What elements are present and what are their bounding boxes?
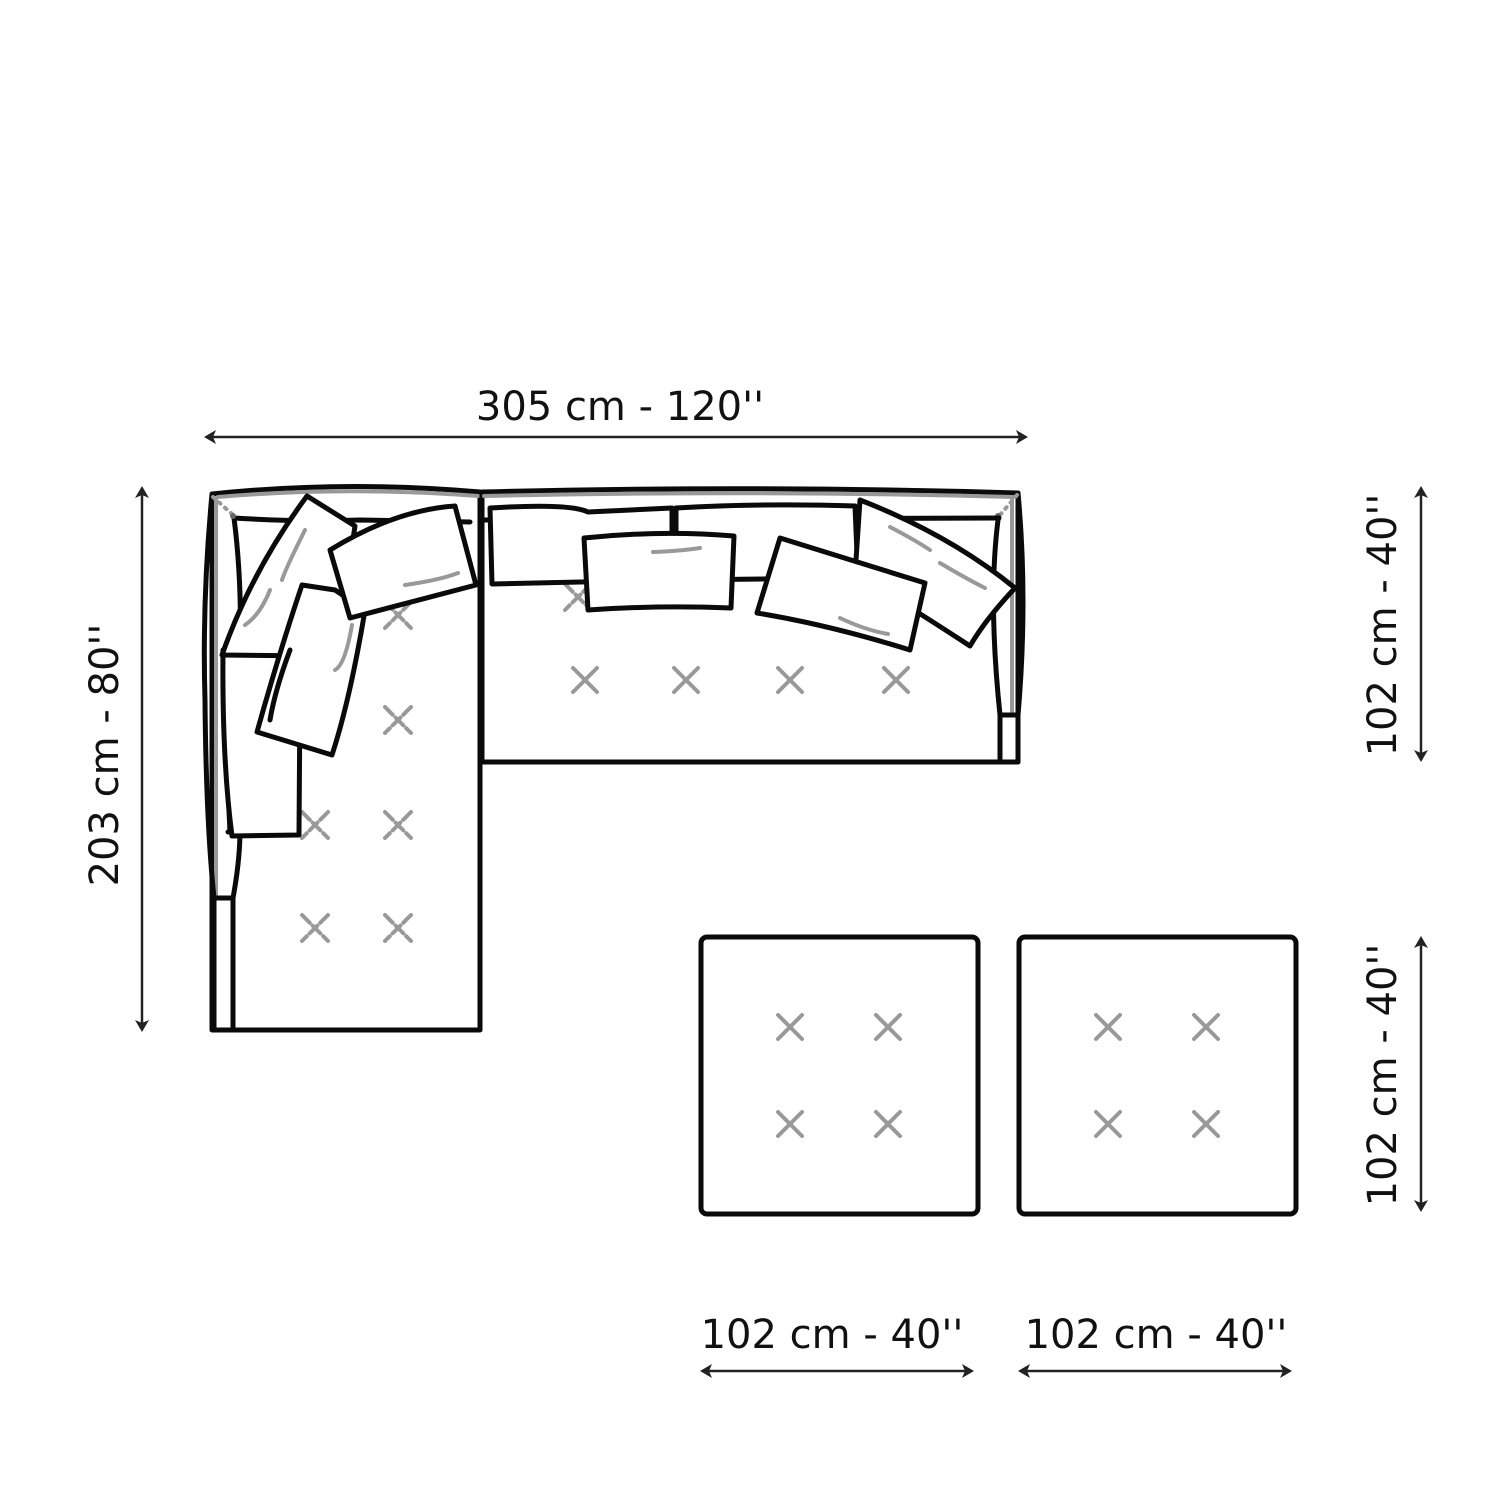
label-ottoman-2-width: 102 cm - 40'' [1025, 1312, 1288, 1358]
chaise-module [201, 483, 483, 1033]
label-overall-width: 305 cm - 120'' [476, 384, 764, 430]
sofa-pillow-front-right [754, 535, 928, 653]
sofa-module [479, 486, 1026, 765]
label-ottoman-depth: 102 cm - 40'' [1360, 944, 1406, 1207]
dimension-chaise-depth: 203 cm - 80'' [82, 486, 149, 1032]
dimension-overall-width: 305 cm - 120'' [204, 384, 1028, 444]
dimension-ottoman-1-width: 102 cm - 40'' [700, 1312, 974, 1378]
label-sofa-depth: 102 cm - 40'' [1360, 494, 1406, 757]
chaise-pillow-middle [254, 582, 368, 758]
sofa-pillow-front-center [581, 530, 737, 613]
ottoman-2 [1016, 934, 1299, 1217]
dimension-sofa-depth: 102 cm - 40'' [1360, 486, 1428, 762]
dimension-ottoman-depth: 102 cm - 40'' [1360, 936, 1428, 1212]
label-ottoman-1-width: 102 cm - 40'' [701, 1312, 964, 1358]
label-chaise-depth: 203 cm - 80'' [82, 624, 128, 887]
chaise-pillow-top [327, 503, 479, 621]
ottoman-1 [698, 934, 981, 1217]
dimension-ottoman-2-width: 102 cm - 40'' [1018, 1312, 1292, 1378]
